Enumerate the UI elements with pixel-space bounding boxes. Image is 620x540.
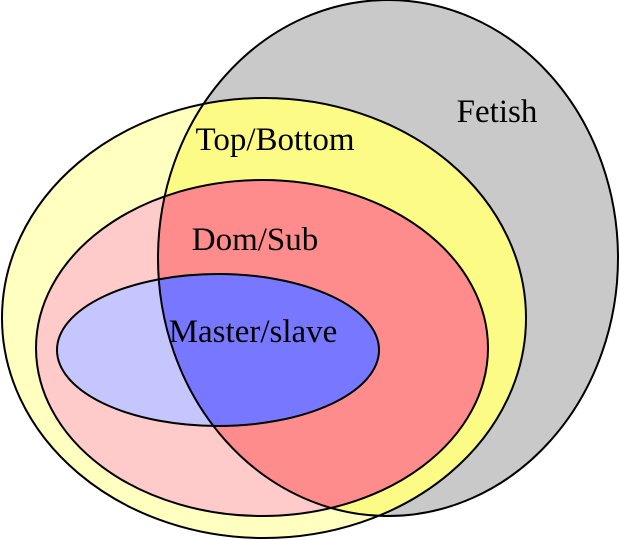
master-slave-fetish-overlap xyxy=(158,274,379,426)
top-bottom-outline xyxy=(1,97,527,539)
fetish-label: Fetish xyxy=(457,94,538,130)
top-bottom-label: Top/Bottom xyxy=(195,122,354,158)
dom-sub-outline xyxy=(35,179,489,517)
fetish-overlap-region xyxy=(158,98,526,516)
master-slave-outline xyxy=(56,273,380,427)
dom-sub-label: Dom/Sub xyxy=(192,222,319,258)
master-slave-label: Master/slave xyxy=(169,314,338,350)
fetish-outline xyxy=(157,0,619,517)
